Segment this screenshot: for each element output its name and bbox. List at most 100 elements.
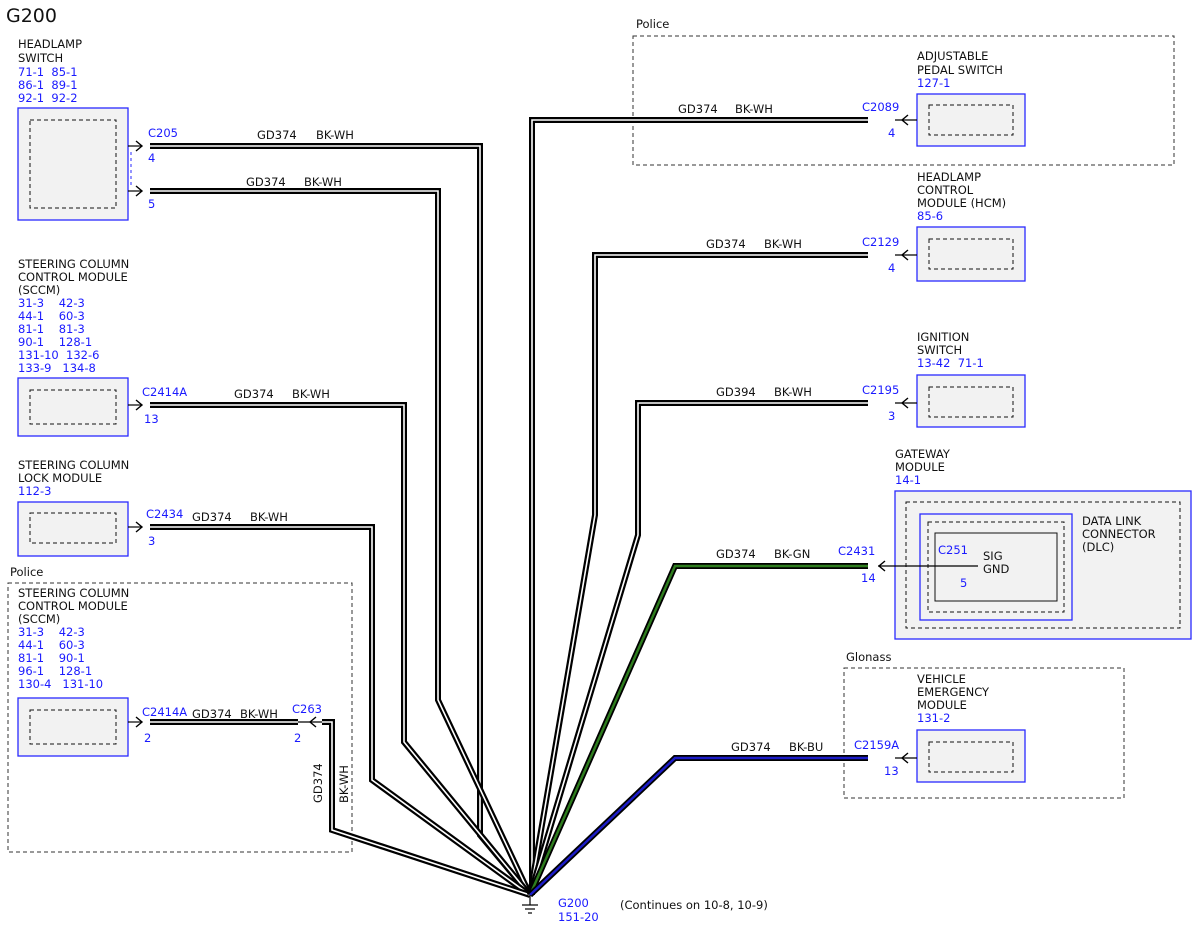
wire-c2414a[interactable] <box>150 402 533 897</box>
page-title: G200 <box>6 5 57 27</box>
wire-c2195[interactable] <box>527 400 868 896</box>
ground-ref: 151-20 <box>558 910 599 924</box>
group-police-bottom-label: Police <box>10 565 43 579</box>
svg-text:PEDAL SWITCH: PEDAL SWITCH <box>917 63 1003 77</box>
svg-text:SWITCH: SWITCH <box>18 51 63 65</box>
arrow-icon <box>128 140 144 728</box>
wire-c2129[interactable] <box>527 252 868 896</box>
svg-text:71-1 85-1: 71-1 85-1 <box>18 65 78 79</box>
connector-c263: C263 <box>292 702 322 716</box>
svg-text:LOCK MODULE: LOCK MODULE <box>18 471 102 485</box>
headlamp-switch[interactable]: HEADLAMP SWITCH 71-1 85-1 86-1 89-1 92-1… <box>17 37 129 221</box>
connector-c2414a: C2414A <box>142 385 187 399</box>
circuit-c205: GD374 <box>257 128 297 142</box>
svg-text:131-10 132-6: 131-10 132-6 <box>18 348 99 362</box>
sccm-module[interactable]: STEERING COLUMN CONTROL MODULE (SCCM) 31… <box>17 257 129 437</box>
connector-c251: C251 <box>938 543 968 557</box>
connector-c2434: C2434 <box>146 507 183 521</box>
sclm-module[interactable]: STEERING COLUMN LOCK MODULE 112-3 <box>17 458 129 557</box>
pin-c2434: 3 <box>148 534 155 548</box>
connector-c2129: C2129 <box>862 235 899 249</box>
svg-text:GND: GND <box>983 562 1010 576</box>
svg-text:133-9 134-8: 133-9 134-8 <box>18 361 96 375</box>
svg-text:14-1: 14-1 <box>895 473 921 487</box>
color-c2089: BK-WH <box>735 102 773 116</box>
connector-c2195: C2195 <box>862 383 899 397</box>
wire-c2159a[interactable] <box>527 755 868 898</box>
ignition-switch[interactable]: IGNITION SWITCH 13-42 71-1 <box>916 330 1026 428</box>
pin-c205b: 5 <box>148 197 155 211</box>
svg-text:MODULE: MODULE <box>895 460 945 474</box>
svg-text:127-1: 127-1 <box>917 76 950 90</box>
svg-text:131-2: 131-2 <box>917 711 950 725</box>
svg-text:MODULE: MODULE <box>917 698 967 712</box>
hcm-module[interactable]: HEADLAMP CONTROL MODULE (HCM) 85-6 <box>916 170 1026 282</box>
pin-c205: 4 <box>148 151 155 165</box>
group-glonass-label: Glonass <box>846 650 891 664</box>
arrow-icon <box>298 716 322 728</box>
svg-text:92-1 92-2: 92-1 92-2 <box>18 91 78 105</box>
pin-c2414a-police: 2 <box>144 731 151 745</box>
connector-c205: C205 <box>148 126 178 140</box>
circuit-c2129: GD374 <box>706 237 746 251</box>
color-c263: BK-WH <box>337 765 351 803</box>
svg-text:31-3 42-3: 31-3 42-3 <box>18 296 85 310</box>
ground-name: G200 <box>558 896 589 910</box>
svg-text:CONTROL MODULE: CONTROL MODULE <box>18 599 128 613</box>
svg-text:(DLC): (DLC) <box>1082 540 1114 554</box>
wire-c2434[interactable] <box>150 524 532 898</box>
wire-c2414a-police[interactable] <box>150 719 531 898</box>
ground-note: (Continues on 10-8, 10-9) <box>620 898 768 912</box>
connector-c2159a: C2159A <box>854 738 899 752</box>
svg-text:STEERING COLUMN: STEERING COLUMN <box>18 257 129 271</box>
circuit-c263: GD374 <box>311 763 325 803</box>
svg-text:HEADLAMP: HEADLAMP <box>917 170 981 184</box>
svg-text:CONTROL: CONTROL <box>917 183 974 197</box>
circuit-c2159a: GD374 <box>731 740 771 754</box>
svg-text:31-3 42-3: 31-3 42-3 <box>18 625 85 639</box>
circuit-c2414a: GD374 <box>234 387 274 401</box>
wire-c2431[interactable] <box>527 563 868 897</box>
sccm-police-module[interactable]: STEERING COLUMN CONTROL MODULE (SCCM) 31… <box>17 586 129 757</box>
svg-text:81-1 81-3: 81-1 81-3 <box>18 322 85 336</box>
circuit-c2414a-police: GD374 <box>192 707 232 721</box>
svg-text:STEERING COLUMN: STEERING COLUMN <box>18 586 129 600</box>
svg-text:HEADLAMP: HEADLAMP <box>18 37 82 51</box>
svg-text:CONNECTOR: CONNECTOR <box>1082 527 1156 541</box>
color-c205b: BK-WH <box>304 175 342 189</box>
svg-text:IGNITION: IGNITION <box>917 330 969 344</box>
svg-text:CONTROL MODULE: CONTROL MODULE <box>18 270 128 284</box>
circuit-c2434: GD374 <box>192 510 232 524</box>
pedal-switch[interactable]: ADJUSTABLE PEDAL SWITCH 127-1 <box>916 49 1026 147</box>
wire-c2089[interactable] <box>529 117 868 895</box>
gateway-module[interactable]: GATEWAY MODULE 14-1 DATA LINK CONNECTOR … <box>877 447 1192 640</box>
ground-symbol-icon <box>522 895 538 914</box>
pin-c2195: 3 <box>888 409 895 423</box>
svg-text:SWITCH: SWITCH <box>917 343 962 357</box>
pin-c263: 2 <box>294 731 301 745</box>
group-glonass <box>843 667 1125 799</box>
color-c205: BK-WH <box>316 128 354 142</box>
svg-text:90-1 128-1: 90-1 128-1 <box>18 335 92 349</box>
pin-c2089: 4 <box>888 126 895 140</box>
vem-module[interactable]: VEHICLE EMERGENCY MODULE 131-2 <box>916 672 1026 783</box>
pin-c251: 5 <box>960 576 967 590</box>
circuit-c2431: GD374 <box>716 547 756 561</box>
svg-text:130-4 131-10: 130-4 131-10 <box>18 677 103 691</box>
wire-c205b[interactable] <box>150 188 533 897</box>
color-c2431: BK-GN <box>774 547 810 561</box>
svg-text:ADJUSTABLE: ADJUSTABLE <box>917 49 988 63</box>
svg-text:VEHICLE: VEHICLE <box>917 672 966 686</box>
pin-c2414a: 13 <box>144 412 159 426</box>
svg-text:EMERGENCY: EMERGENCY <box>917 685 990 699</box>
color-c2195: BK-WH <box>774 385 812 399</box>
svg-text:(SCCM): (SCCM) <box>18 612 60 626</box>
svg-text:STEERING COLUMN: STEERING COLUMN <box>18 458 129 472</box>
connector-c2414a-police: C2414A <box>142 705 187 719</box>
svg-text:SIG: SIG <box>983 549 1003 563</box>
svg-text:81-1 90-1: 81-1 90-1 <box>18 651 85 665</box>
dlc-label: DATA LINK <box>1082 514 1142 528</box>
svg-text:85-6: 85-6 <box>917 209 943 223</box>
color-c2414a-police: BK-WH <box>240 707 278 721</box>
